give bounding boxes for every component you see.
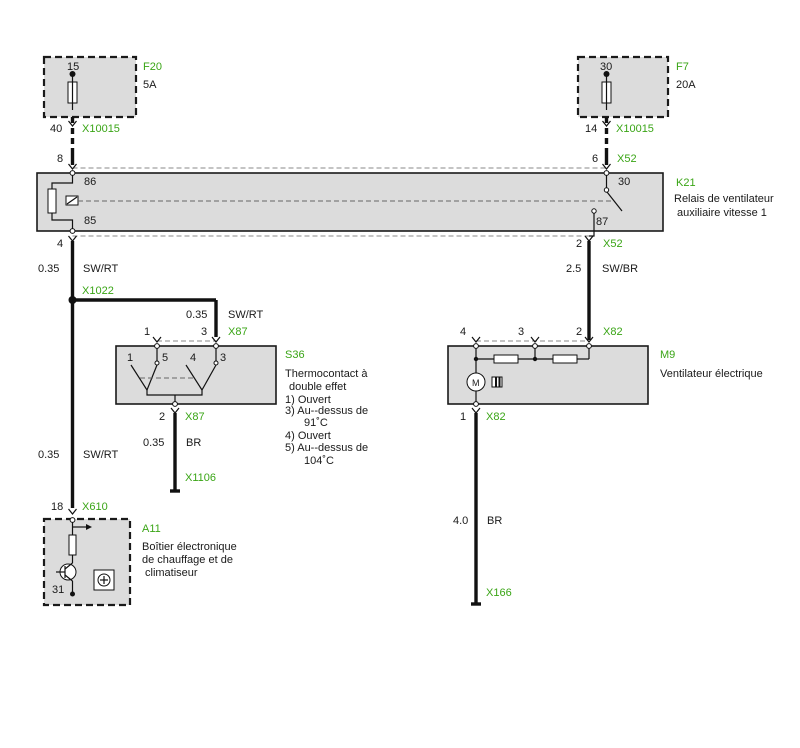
connector-x10015-left-pin: 40 — [50, 123, 62, 135]
fuse-f7-rating: 20A — [676, 79, 696, 91]
connector-x52-bottom-label: X52 — [603, 238, 623, 250]
splice-x1022-label: X1022 — [82, 285, 114, 297]
connector-x52-bottom[interactable]: 4 2 X52 — [57, 231, 623, 250]
wire-x1022-a11-color: SW/RT — [83, 449, 119, 461]
thermocontact-desc-4: 91˚C — [304, 417, 328, 429]
thermocontact-desc-6: 5) Au--dessus de — [285, 442, 368, 454]
fan-m9-label: M9 — [660, 349, 675, 361]
wire-x1022-s36-color: SW/RT — [228, 309, 264, 321]
thermocontact-label: S36 — [285, 349, 305, 361]
wire-m9-x166[interactable]: 4.0 BR — [453, 413, 502, 603]
splice-x1022[interactable]: X1022 — [68, 285, 217, 304]
module-a11-desc-2: climatiseur — [145, 567, 198, 579]
thermocontact-pin-3: 3 — [220, 352, 226, 364]
module-a11-pin-31: 31 — [52, 584, 64, 596]
connector-x87-top-pin-1: 1 — [144, 326, 150, 338]
connector-x10015-left[interactable]: 40 X10015 — [50, 117, 120, 150]
arrow-right-icon — [86, 524, 92, 530]
ground-x1106[interactable]: X1106 — [170, 472, 216, 493]
connector-x10015-right[interactable]: 14 X10015 — [585, 117, 654, 150]
connector-x87-bottom-label: X87 — [185, 411, 205, 423]
fuse-f20-pin: 15 — [67, 61, 79, 73]
thermocontact-desc-7: 104˚C — [304, 455, 334, 467]
relay-k21-desc-1: Relais de ventilateur — [674, 193, 774, 205]
connector-x87-bottom-pin: 2 — [159, 411, 165, 423]
connector-x52-top-label: X52 — [617, 153, 637, 165]
relay-k21-pin-30: 30 — [618, 176, 630, 188]
connector-x82-top[interactable]: 4 3 2 X82 — [460, 326, 623, 343]
fuse-f7-pin: 30 — [600, 61, 612, 73]
module-a11-label: A11 — [142, 523, 161, 535]
wire-x1022-s36-size: 0.35 — [186, 309, 207, 321]
relay-k21-desc-2: auxiliaire vitesse 1 — [677, 207, 767, 219]
wire-m9-x166-size: 4.0 — [453, 515, 468, 527]
motor-symbol: M — [472, 378, 480, 388]
fuse-f7[interactable]: 30 F7 20A — [576, 55, 696, 119]
thermocontact-pin-4: 4 — [190, 352, 196, 364]
fuse-f20-label: F20 — [143, 61, 162, 73]
wire-s36-x1106[interactable]: 0.35 BR — [143, 413, 201, 490]
connector-x52-top[interactable]: 8 6 X52 — [57, 150, 637, 170]
fan-m9[interactable]: M M9 Ventilateur électrique — [447, 343, 763, 407]
connector-x87-bottom[interactable]: 2 X87 — [159, 407, 205, 423]
connector-x82-bottom[interactable]: 1 X82 — [460, 407, 506, 423]
connector-x87-top-label: X87 — [228, 326, 248, 338]
wire-k21-x1022[interactable]: 0.35 SW/RT — [38, 241, 119, 300]
connector-x610-pin: 18 — [51, 501, 63, 513]
thermocontact-s36[interactable]: 1 5 4 3 S36 Thermocontact à double effet… — [115, 343, 368, 467]
connector-x52-bottom-right-pin: 2 — [576, 238, 582, 250]
wire-x1022-a11-size: 0.35 — [38, 449, 59, 461]
relay-k21-label: K21 — [676, 177, 696, 189]
connector-x82-bottom-pin: 1 — [460, 411, 466, 423]
connector-x82-top-pin-2: 2 — [576, 326, 582, 338]
module-a11-desc-1: de chauffage et de — [142, 554, 233, 566]
connector-x82-top-label: X82 — [603, 326, 623, 338]
wire-k21-x1022-color: SW/RT — [83, 263, 119, 275]
relay-k21-pin-86: 86 — [84, 176, 96, 188]
thermocontact-pin-5: 5 — [162, 352, 168, 364]
thermocontact-pin-1: 1 — [127, 352, 133, 364]
ground-x166[interactable]: X166 — [471, 587, 512, 606]
connector-x82-top-pin-4: 4 — [460, 326, 466, 338]
connector-x10015-right-label: X10015 — [616, 123, 654, 135]
thermocontact-desc-1: double effet — [289, 381, 346, 393]
thermocontact-desc-0: Thermocontact à — [285, 368, 368, 380]
connector-x10015-left-label: X10015 — [82, 123, 120, 135]
thermocontact-desc-3: 3) Au--dessus de — [285, 405, 368, 417]
connector-x52-bottom-left-pin: 4 — [57, 238, 63, 250]
wire-k21-x1022-size: 0.35 — [38, 263, 59, 275]
wire-k21-m9-color: SW/BR — [602, 263, 638, 275]
fuse-f7-label: F7 — [676, 61, 689, 73]
wire-k21-m9-size: 2.5 — [566, 263, 581, 275]
thermocontact-desc-5: 4) Ouvert — [285, 430, 331, 442]
thermocontact-desc-2: 1) Ouvert — [285, 394, 331, 406]
motor-icon — [466, 372, 486, 392]
relay-k21-pin-87: 87 — [596, 216, 608, 228]
wire-x1022-s36[interactable]: 0.35 SW/RT — [186, 300, 264, 337]
wire-s36-x1106-size: 0.35 — [143, 437, 164, 449]
wire-s36-x1106-color: BR — [186, 437, 201, 449]
ground-x1106-label: X1106 — [185, 472, 216, 484]
connector-x87-top[interactable]: 1 3 X87 — [144, 326, 248, 343]
relay-k21[interactable]: 86 85 30 87 K21 Relais de ventilateur au… — [36, 170, 774, 234]
connector-x610[interactable]: 18 X610 — [51, 501, 108, 515]
fuse-f20[interactable]: 15 F20 5A — [42, 55, 162, 119]
fuse-f20-rating: 5A — [143, 79, 157, 91]
wire-x1022-a11[interactable]: 0.35 SW/RT — [38, 300, 119, 508]
relay-k21-pin-85: 85 — [84, 215, 96, 227]
module-a11-desc-0: Boîtier électronique — [142, 541, 237, 553]
connector-x10015-right-pin: 14 — [585, 123, 597, 135]
connector-x82-bottom-label: X82 — [486, 411, 506, 423]
fan-m9-desc: Ventilateur électrique — [660, 368, 763, 380]
wire-m9-x166-color: BR — [487, 515, 502, 527]
ground-x166-label: X166 — [486, 587, 512, 599]
connector-x87-top-pin-3: 3 — [201, 326, 207, 338]
wire-k21-m9[interactable]: 2.5 SW/BR — [566, 241, 638, 340]
connector-x52-top-left-pin: 8 — [57, 153, 63, 165]
connector-x82-top-pin-3: 3 — [518, 326, 524, 338]
connector-x610-label: X610 — [82, 501, 108, 513]
module-a11[interactable]: 31 A11 Boîtier électronique de chauffage… — [42, 517, 237, 607]
connector-x52-top-right-pin: 6 — [592, 153, 598, 165]
